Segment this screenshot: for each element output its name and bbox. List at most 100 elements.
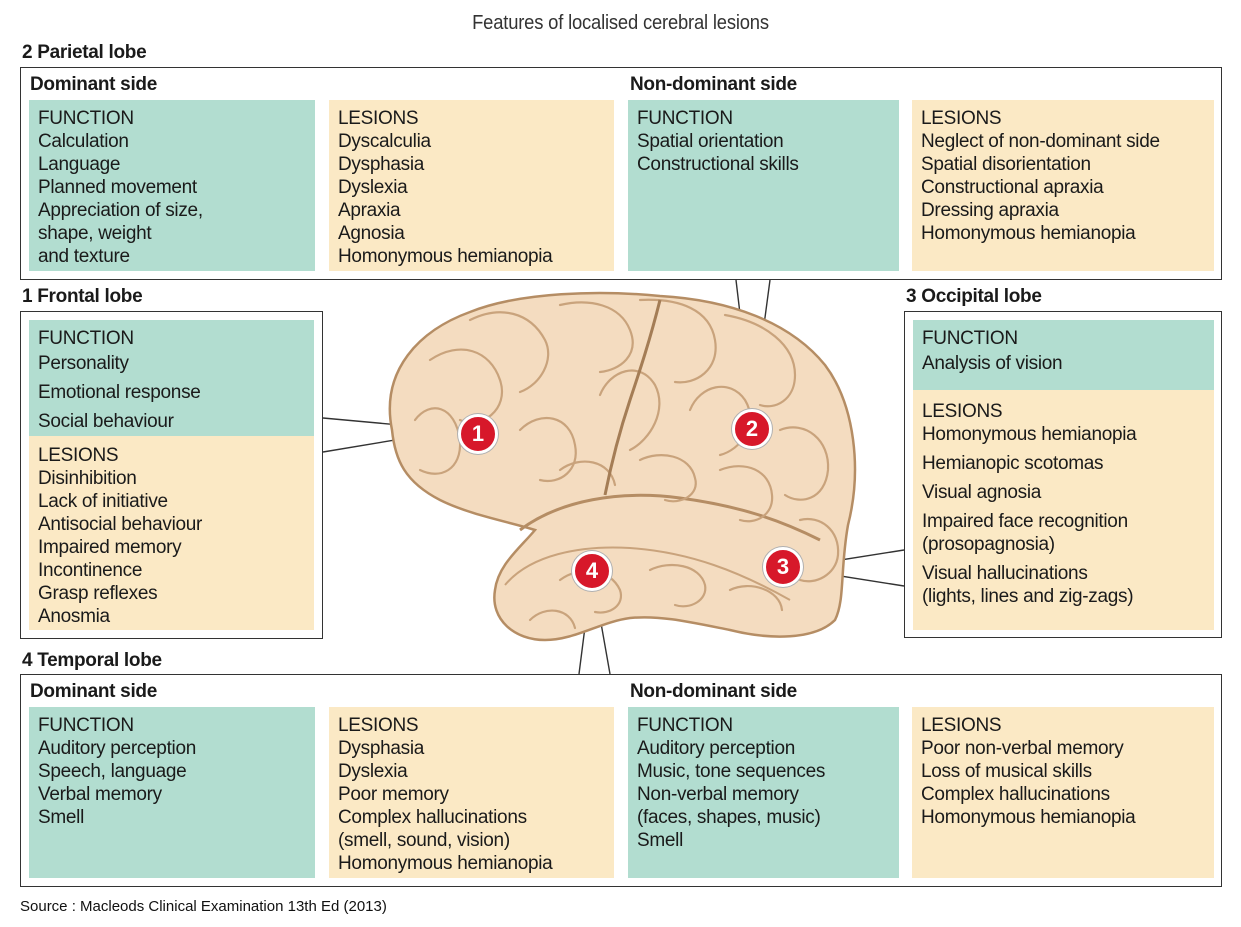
list-item: Poor memory <box>338 784 449 805</box>
box-heading: LESIONS <box>38 445 119 466</box>
parietal-lobe-marker: 2 <box>732 409 772 449</box>
box-heading: LESIONS <box>338 108 419 129</box>
list-item: Homonymous hemianopia <box>921 223 1136 244</box>
list-item: shape, weight <box>38 223 152 244</box>
list-item: Spatial orientation <box>637 131 784 152</box>
box-heading: FUNCTION <box>38 328 134 349</box>
box-heading: FUNCTION <box>38 108 134 129</box>
list-item: Calculation <box>38 131 129 152</box>
list-item: Constructional apraxia <box>921 177 1104 198</box>
list-item: Antisocial behaviour <box>38 514 203 535</box>
figure-title: Features of localised cerebral lesions <box>472 12 769 34</box>
list-item: Dysphasia <box>338 154 425 175</box>
parietal-frame <box>20 67 1222 280</box>
temporal-non-dominant-label: Non-dominant side <box>630 681 797 702</box>
list-item: Homonymous hemianopia <box>921 807 1136 828</box>
list-item: Incontinence <box>38 560 143 581</box>
list-item: Loss of musical skills <box>921 761 1092 782</box>
temporal-dominant-label: Dominant side <box>30 681 158 702</box>
temporal-heading: 4 Temporal lobe <box>22 650 162 671</box>
list-item: Appreciation of size, <box>38 200 203 221</box>
list-item: Social behaviour <box>38 411 174 432</box>
list-item: Spatial disorientation <box>921 154 1091 175</box>
list-item: Auditory perception <box>38 738 197 759</box>
box-heading: FUNCTION <box>922 328 1018 349</box>
frontal-heading: 1 Frontal lobe <box>22 286 143 307</box>
box-heading: FUNCTION <box>637 108 733 129</box>
box-heading: FUNCTION <box>637 715 733 736</box>
box-heading: LESIONS <box>921 108 1002 129</box>
list-item: Speech, language <box>38 761 187 782</box>
list-item: Impaired face recognition (prosopagnosia… <box>922 511 1128 555</box>
list-item: Poor non-verbal memory <box>921 738 1124 759</box>
list-item: Emotional response <box>38 382 201 403</box>
frontal-lobe-marker: 1 <box>458 414 498 454</box>
frontal-frame <box>20 311 323 639</box>
temporal-frame <box>20 674 1222 887</box>
list-item: Smell <box>38 807 85 828</box>
occipital-function-list: Analysis of vision <box>922 352 1205 375</box>
source-citation: Source : Macleods Clinical Examination 1… <box>20 898 387 915</box>
list-item: Language <box>38 154 121 175</box>
box-heading: LESIONS <box>921 715 1002 736</box>
list-item: Personality <box>38 353 129 374</box>
occipital-heading: 3 Occipital lobe <box>906 286 1042 307</box>
list-item: Music, tone sequences <box>637 761 826 782</box>
box-heading: LESIONS <box>922 401 1003 422</box>
list-item: Auditory perception <box>637 738 796 759</box>
list-item: Dysphasia <box>338 738 425 759</box>
list-item: Constructional skills <box>637 154 799 175</box>
list-item: Non-verbal memory <box>637 784 799 805</box>
parietal-dominant-label: Dominant side <box>30 74 158 95</box>
list-item: (smell, sound, vision) <box>338 830 510 851</box>
list-item: Grasp reflexes <box>38 583 158 604</box>
list-item: Disinhibition <box>38 468 137 489</box>
list-item: and texture <box>38 246 130 267</box>
list-item: Anosmia <box>38 606 110 627</box>
list-item: Visual agnosia <box>922 482 1042 503</box>
parietal-non-dominant-label: Non-dominant side <box>630 74 797 95</box>
list-item: Homonymous hemianopia <box>338 853 553 874</box>
list-item: Smell <box>637 830 684 851</box>
list-item: Visual hallucinations (lights, lines and… <box>922 563 1134 607</box>
temporal-lobe-marker: 4 <box>572 551 612 591</box>
list-item: Homonymous hemianopia <box>922 424 1137 445</box>
list-item: Analysis of vision <box>922 353 1063 374</box>
box-heading: FUNCTION <box>38 715 134 736</box>
occipital-frame <box>904 311 1222 638</box>
list-item: Verbal memory <box>38 784 162 805</box>
list-item: Dressing apraxia <box>921 200 1059 221</box>
list-item: Dyscalculia <box>338 131 431 152</box>
brain-shape <box>388 291 857 642</box>
list-item: Neglect of non-dominant side <box>921 131 1160 152</box>
list-item: Homonymous hemianopia <box>338 246 553 267</box>
list-item: Planned movement <box>38 177 197 198</box>
list-item: Complex hallucinations <box>921 784 1110 805</box>
box-heading: LESIONS <box>338 715 419 736</box>
list-item: Apraxia <box>338 200 401 221</box>
list-item: Impaired memory <box>38 537 182 558</box>
list-item: Complex hallucinations <box>338 807 527 828</box>
list-item: Lack of initiative <box>38 491 168 512</box>
list-item: Dyslexia <box>338 177 408 198</box>
occipital-lobe-marker: 3 <box>763 547 803 587</box>
list-item: Agnosia <box>338 223 405 244</box>
